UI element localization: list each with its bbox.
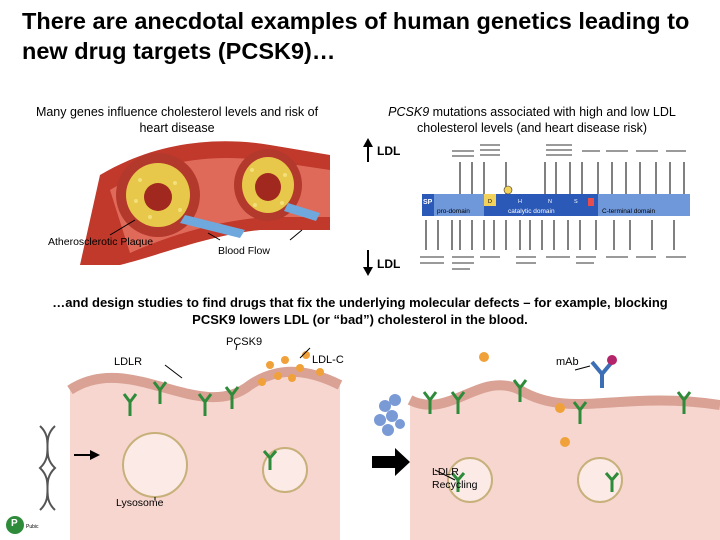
label-pcsk9: PCSK9 <box>226 336 263 348</box>
flow-pointer-a <box>207 232 221 241</box>
ldl-high-label: LDL <box>377 144 401 158</box>
domain-catalytic-label: catalytic domain <box>508 208 555 215</box>
vesicle-left <box>262 447 308 493</box>
logo-letter: P <box>11 518 18 529</box>
mab-bound-pcsk9 <box>607 355 617 365</box>
pcsk9-mutation-map <box>363 138 690 276</box>
ldl-c-particles <box>258 351 570 447</box>
label-blood-flow: Blood Flow <box>218 245 270 257</box>
logo-text: Pubic <box>26 524 39 530</box>
label-atherosclerotic-plaque: Atherosclerotic Plaque <box>48 236 154 248</box>
ldlr-pointer <box>164 364 183 379</box>
cell-left-body <box>70 371 340 540</box>
cell-left-membrane <box>67 366 343 403</box>
domain-marker-red <box>588 198 594 206</box>
domain-pro <box>434 194 484 216</box>
domain-n-label: N <box>548 199 552 205</box>
domain-catalytic <box>484 194 598 216</box>
mutation-labels-bottom <box>420 256 686 270</box>
plaque-pointer <box>109 219 136 236</box>
logo-mark <box>6 516 24 534</box>
artery-illustration <box>80 141 330 265</box>
lumen-2 <box>255 173 281 201</box>
pcsk9-mechanism-diagram <box>6 343 720 540</box>
domain-marker-d <box>484 194 496 206</box>
loss-of-function-arrows <box>425 220 675 250</box>
flow-arrow-2 <box>284 203 320 221</box>
mutation-labels-top <box>452 144 686 157</box>
gain-of-function-arrows <box>459 162 685 194</box>
recycling-pointer <box>434 469 456 481</box>
domain-cterm <box>598 194 690 216</box>
lumen-1 <box>144 183 172 211</box>
domain-h-label: H <box>518 199 522 205</box>
right-caption: PCSK9 mutations associated with high and… <box>362 104 702 136</box>
domain-s-label: S <box>574 199 578 205</box>
treatment-arrow <box>372 448 410 476</box>
left-caption: Many genes influence cholesterol levels … <box>35 105 319 135</box>
ldlc-pointer <box>299 347 311 359</box>
domain-pro-label: pro-domain <box>437 208 470 215</box>
label-ldlr-recycling: LDLR Recycling <box>432 466 478 491</box>
label-ldlr: LDLR <box>114 356 143 368</box>
label-ldl-c: LDL-C <box>312 354 344 366</box>
ldl-low-label: LDL <box>377 257 401 271</box>
label-mab: mAb <box>556 356 579 368</box>
right-caption-text: mutations associated with high and low L… <box>417 105 676 135</box>
domain-sp-label: SP <box>423 199 433 206</box>
domain-d-label: D <box>488 199 492 205</box>
pcsk9-pointer <box>235 343 238 351</box>
ldlr-receptors <box>122 379 692 492</box>
plaque-dots <box>134 168 287 219</box>
gene-name: PCSK9 <box>388 105 430 119</box>
flow-arrow-1 <box>180 215 245 238</box>
slide-title: There are anecdotal examples of human ge… <box>22 8 690 64</box>
label-lysosome: Lysosome <box>116 497 164 509</box>
domain-site-marker <box>503 185 513 195</box>
mab-pointer <box>574 365 591 371</box>
mid-caption: …and design studies to find drugs that f… <box>52 295 668 327</box>
domain-cterm-label: C-terminal domain <box>602 208 656 215</box>
mab-antibody <box>590 360 614 388</box>
vesicle-right-2 <box>577 457 623 503</box>
domain-sp <box>422 194 434 216</box>
cell-right-body <box>410 385 720 540</box>
lysosome <box>122 432 188 498</box>
dna-helix-icon <box>38 425 57 511</box>
flow-pointer-b <box>289 229 303 241</box>
antibody-structure <box>374 394 405 436</box>
